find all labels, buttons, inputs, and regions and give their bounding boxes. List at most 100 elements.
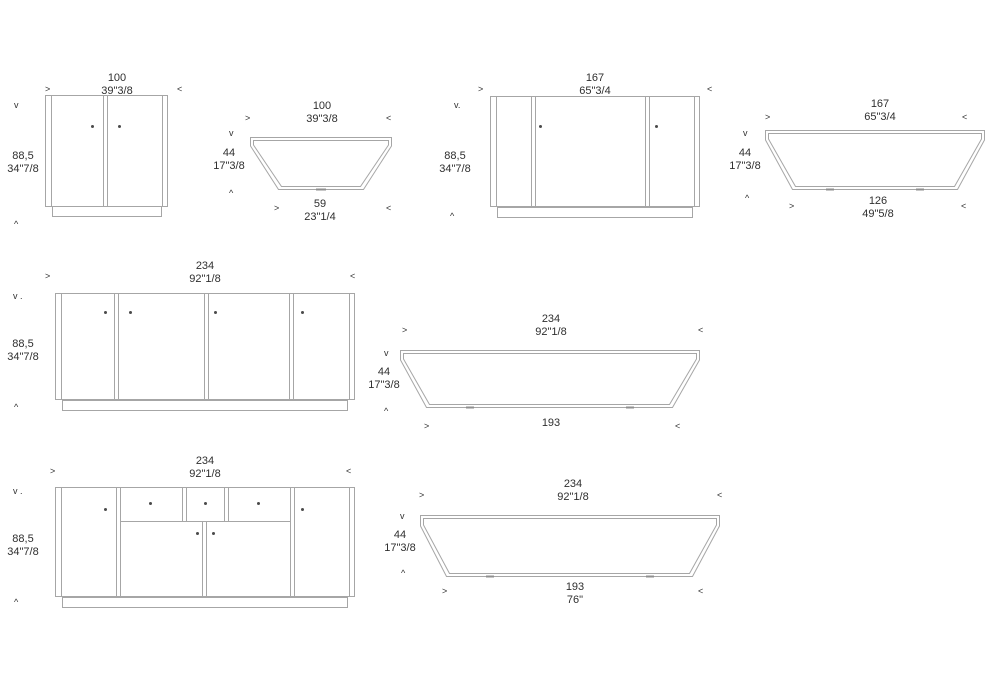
dim-in: 76" — [566, 594, 584, 606]
plan-inner-edge — [768, 133, 982, 187]
plan-view-outline — [420, 515, 720, 578]
dim-cm: 234 — [195, 455, 215, 467]
dim-arrow-left: > — [245, 113, 251, 123]
dim-cm: 100 — [107, 72, 127, 84]
plan-view-outline — [765, 130, 985, 191]
door-knob — [104, 311, 107, 314]
cabinet-base — [497, 207, 693, 218]
figure-front-234-drawers: 234 92"1/8 > < v . 88,5 34"7/8 ^ — [0, 450, 380, 625]
plan-outer-edge — [420, 515, 720, 577]
door-gap-line — [118, 294, 119, 399]
plan-view-outline — [400, 350, 700, 409]
dim-arrow-right: < — [962, 112, 968, 122]
dim-in: 17"3/8 — [213, 160, 245, 172]
front-width-dimension: 126 49"5/8 — [840, 195, 916, 221]
dim-arrow-top: v — [229, 128, 234, 138]
door-gap-line — [290, 488, 291, 596]
dim-arrow-right: < — [698, 586, 704, 596]
dim-in: 17"3/8 — [368, 379, 400, 391]
dim-arrow-right: < — [386, 113, 392, 123]
door-gap-line — [206, 521, 207, 596]
dim-in: 92"1/8 — [557, 491, 589, 503]
drawer-divider-line — [120, 521, 290, 522]
plan-view-outline — [250, 137, 392, 191]
dim-arrow-right: < — [717, 490, 723, 500]
dim-arrow-bottom: ^ — [745, 193, 750, 203]
dim-arrow-top: v . — [13, 291, 23, 301]
dim-cm: 44 — [377, 366, 391, 378]
dim-arrow-bottom: ^ — [450, 211, 455, 221]
dim-cm: 193 — [565, 581, 585, 593]
dim-cm: 100 — [312, 100, 332, 112]
depth-dimension: 44 17"3/8 — [362, 366, 406, 392]
dim-arrow-left: > — [419, 490, 425, 500]
door-gap-line — [293, 294, 294, 399]
dim-arrow-right: < — [350, 271, 356, 281]
dim-arrow-top: v . — [13, 486, 23, 496]
height-dimension: 88,5 34"7/8 — [1, 533, 45, 559]
dim-arrow-top: v — [14, 100, 19, 110]
dim-arrow-bottom: ^ — [401, 568, 406, 578]
dim-arrow-left: > — [789, 201, 795, 211]
depth-dimension: 44 17"3/8 — [723, 147, 767, 173]
width-dimension: 167 65"3/4 — [557, 72, 633, 98]
dim-in: 49"5/8 — [862, 208, 894, 220]
plan-outer-edge — [250, 137, 392, 190]
dim-cm: 88,5 — [12, 150, 34, 162]
cabinet-base — [52, 206, 162, 217]
dim-arrow-top: v — [743, 128, 748, 138]
plan-outer-edge — [400, 350, 700, 408]
cabinet-front-outline — [55, 293, 355, 400]
dim-cm: 234 — [541, 313, 561, 325]
dim-in: 34"7/8 — [7, 546, 39, 558]
door-gap-line — [208, 294, 209, 399]
dim-arrow-top: v. — [454, 100, 461, 110]
dim-arrow-bottom: ^ — [14, 219, 19, 229]
dim-cm: 234 — [195, 260, 215, 272]
dim-cm: 88,5 — [12, 533, 34, 545]
drawer-gap-line — [186, 488, 187, 521]
drawer-knob — [204, 502, 207, 505]
dim-cm: 88,5 — [444, 150, 466, 162]
dim-arrow-left: > — [442, 586, 448, 596]
width-dimension: 234 92"1/8 — [513, 313, 589, 339]
door-knob — [214, 311, 217, 314]
width-dimension: 234 92"1/8 — [167, 455, 243, 481]
front-width-dimension: 193 — [513, 417, 589, 430]
door-gap-line — [649, 97, 650, 206]
figure-plan-234: 234 92"1/8 > < v 44 17"3/8 ^ 193 > < — [365, 310, 715, 440]
dim-arrow-right: < — [707, 84, 713, 94]
dim-cm: 59 — [313, 198, 327, 210]
dim-cm: 44 — [738, 147, 752, 159]
door-gap-line — [294, 488, 295, 596]
dim-arrow-left: > — [402, 325, 408, 335]
dim-cm: 126 — [868, 195, 888, 207]
width-dimension: 234 92"1/8 — [535, 478, 611, 504]
door-knob — [212, 532, 215, 535]
door-gap-line — [202, 521, 203, 596]
dim-in: 34"7/8 — [7, 351, 39, 363]
cabinet-base — [62, 400, 348, 411]
figure-front-234: 234 92"1/8 > < v . 88,5 34"7/8 ^ — [0, 255, 380, 430]
dim-arrow-right: < — [346, 466, 352, 476]
dim-in: 34"7/8 — [7, 163, 39, 175]
plan-inner-edge — [403, 353, 697, 405]
cabinet-front-outline — [45, 95, 168, 207]
depth-dimension: 44 17"3/8 — [378, 529, 422, 555]
width-dimension: 100 39"3/8 — [284, 100, 360, 126]
dim-arrow-bottom: ^ — [14, 597, 19, 607]
door-knob — [301, 311, 304, 314]
door-gap-line — [204, 294, 205, 399]
door-gap-line — [114, 294, 115, 399]
door-knob — [129, 311, 132, 314]
dim-arrow-right: < — [698, 325, 704, 335]
width-dimension: 167 65"3/4 — [842, 98, 918, 124]
dim-arrow-right: < — [675, 421, 681, 431]
width-dimension: 234 92"1/8 — [167, 260, 243, 286]
figure-plan-167: 167 65"3/4 > < v 44 17"3/8 ^ 126 49"5/8 … — [725, 95, 1000, 230]
plan-inner-edge — [253, 140, 389, 187]
figure-front-167: 167 65"3/4 > < v. 88,5 34"7/8 ^ — [430, 60, 720, 245]
dim-in: 92"1/8 — [535, 326, 567, 338]
dim-arrow-left: > — [424, 421, 430, 431]
dim-arrow-left: > — [765, 112, 771, 122]
